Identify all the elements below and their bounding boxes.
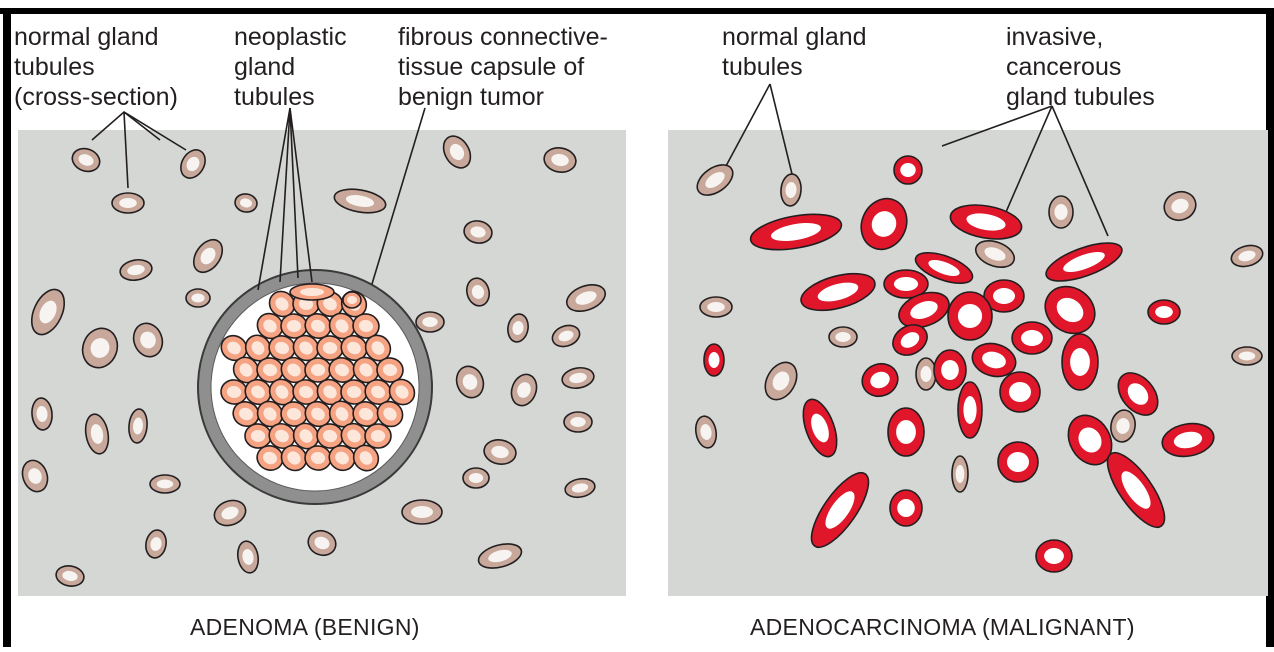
right-normal-tubule bbox=[916, 358, 936, 390]
label-normal-gland-left-line3: (cross-section) bbox=[14, 82, 178, 112]
label-normal-gland-left-line2: tubules bbox=[14, 52, 95, 82]
neoplastic-tubule bbox=[343, 292, 361, 308]
label-normal-gland-right-line2: tubules bbox=[722, 52, 803, 82]
frame-top-border bbox=[0, 8, 1274, 14]
label-neoplastic-line3: tubules bbox=[234, 82, 315, 112]
left-normal-tubule bbox=[150, 475, 180, 493]
label-normal-gland-right-line1: normal gland bbox=[722, 22, 867, 52]
caption-adenocarcinoma: ADENOCARCINOMA (MALIGNANT) bbox=[750, 614, 1135, 641]
cancerous-tubule bbox=[1000, 372, 1040, 412]
neoplastic-tubule bbox=[290, 284, 334, 300]
neoplastic-tubule bbox=[365, 424, 391, 448]
left-normal-tubule bbox=[463, 468, 489, 488]
left-normal-tubule bbox=[564, 412, 592, 432]
right-normal-tubule bbox=[1049, 196, 1073, 228]
cancerous-tubule bbox=[934, 350, 966, 390]
label-capsule-line3: benign tumor bbox=[398, 82, 544, 112]
label-capsule-line2: tissue capsule of bbox=[398, 52, 584, 82]
cancerous-tubule bbox=[1062, 334, 1098, 390]
cancerous-tubule bbox=[890, 490, 922, 526]
cancerous-tubule bbox=[958, 382, 982, 438]
cancerous-tubule bbox=[704, 344, 724, 376]
label-normal-gland-left-line1: normal gland bbox=[14, 22, 159, 52]
right-normal-tubule bbox=[700, 297, 732, 317]
label-invasive-line2: cancerous bbox=[1006, 52, 1121, 82]
cancerous-tubule bbox=[888, 408, 924, 456]
cancerous-tubule bbox=[1012, 322, 1052, 354]
cancerous-tubule bbox=[1036, 540, 1072, 572]
neoplastic-tubule bbox=[340, 379, 367, 404]
cancerous-tubule bbox=[1148, 300, 1180, 324]
frame-left-border bbox=[3, 8, 11, 647]
cancerous-tubule bbox=[948, 292, 992, 340]
label-capsule-line1: fibrous connective- bbox=[398, 22, 608, 52]
right-normal-tubule bbox=[952, 456, 968, 492]
cancerous-tubule bbox=[998, 442, 1038, 482]
left-normal-tubule bbox=[112, 193, 144, 213]
label-invasive-line1: invasive, bbox=[1006, 22, 1103, 52]
label-neoplastic-line1: neoplastic bbox=[234, 22, 347, 52]
left-normal-tubule bbox=[416, 312, 444, 332]
label-invasive-line3: gland tubules bbox=[1006, 82, 1155, 112]
right-normal-tubule bbox=[829, 327, 857, 347]
left-normal-tubule bbox=[402, 500, 442, 524]
left-normal-tubule bbox=[186, 289, 210, 307]
caption-adenoma: ADENOMA (BENIGN) bbox=[190, 614, 420, 641]
neoplastic-tubule bbox=[305, 358, 331, 382]
label-neoplastic-line2: gland bbox=[234, 52, 295, 82]
right-normal-tubule bbox=[1232, 347, 1262, 365]
cancerous-tubule bbox=[894, 156, 922, 184]
